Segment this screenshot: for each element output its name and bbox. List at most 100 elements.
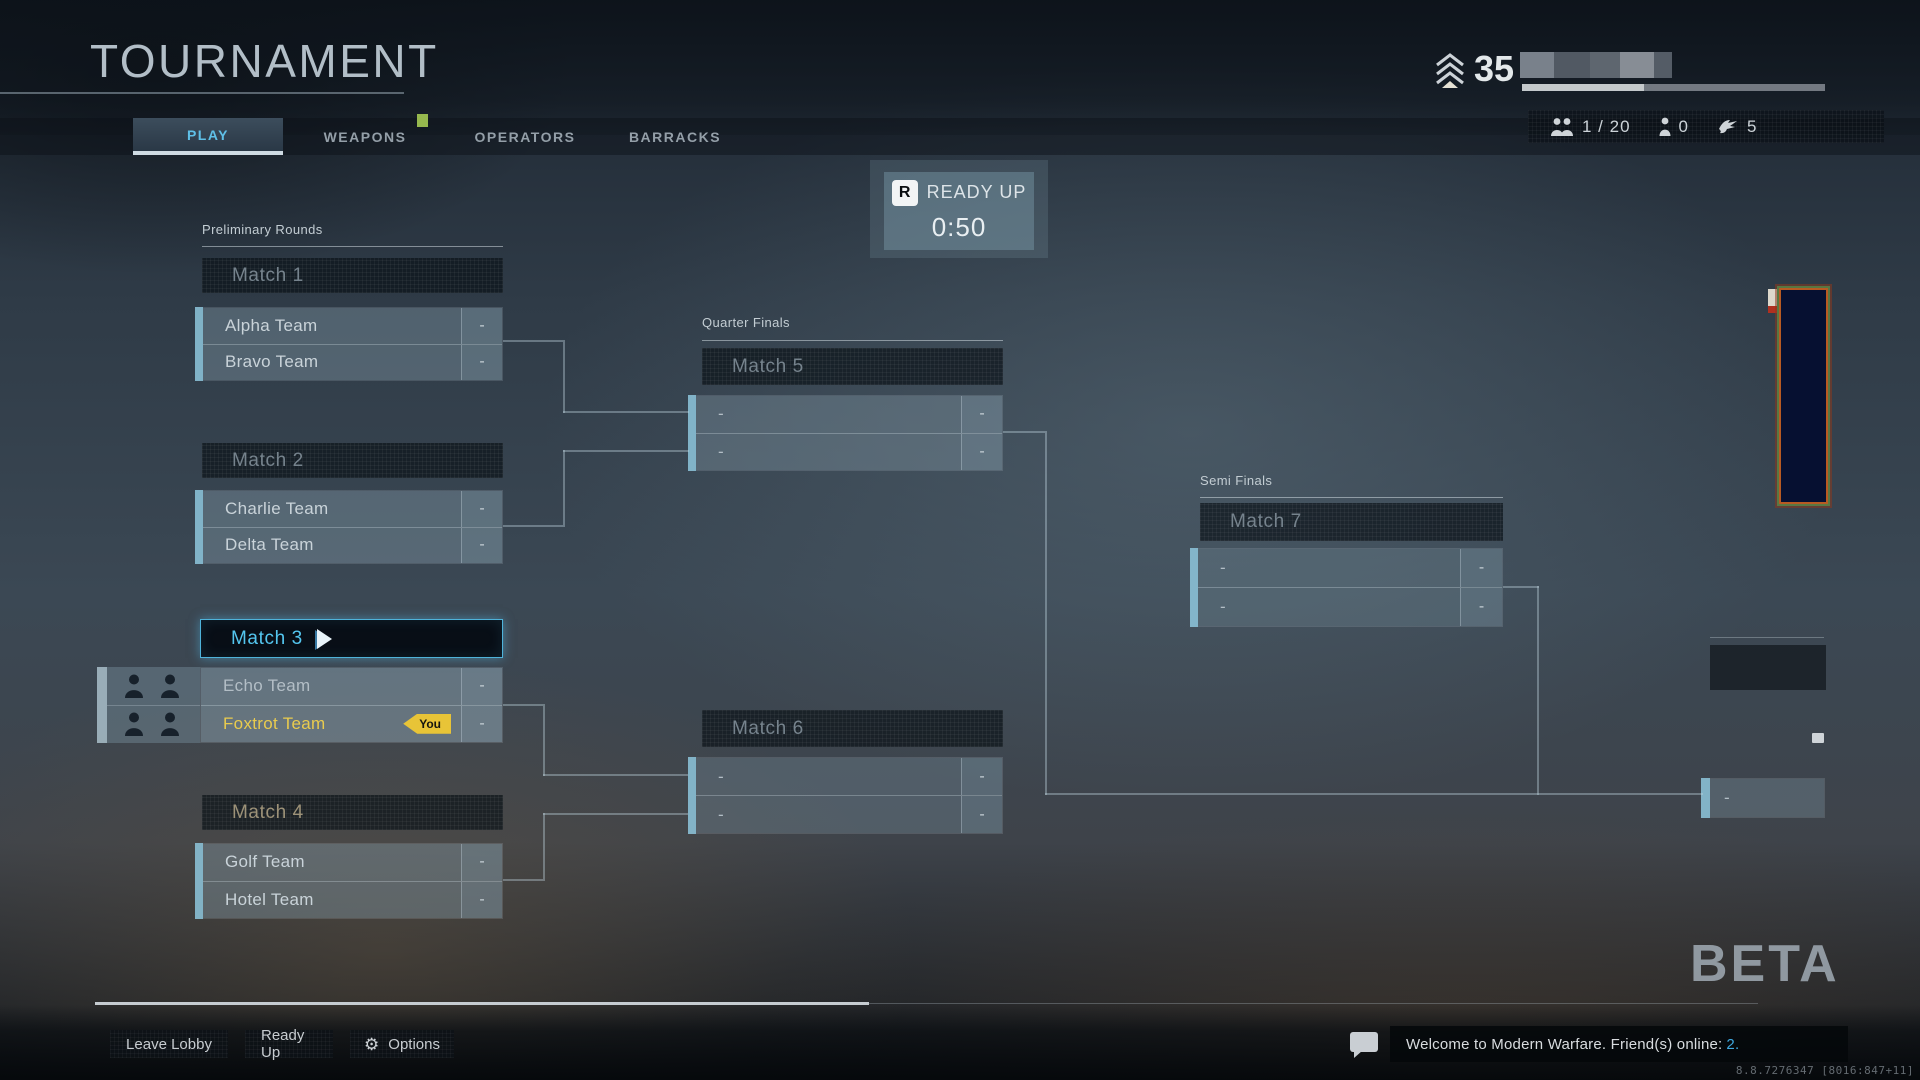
ready-up-prompt[interactable]: R READY UP 0:50 <box>884 172 1034 250</box>
round-label-quarterfinals: Quarter Finals <box>702 315 790 330</box>
team-name: - <box>718 404 724 424</box>
player-name-censored <box>1520 52 1672 78</box>
team-name: - <box>718 766 724 786</box>
tab-operators[interactable]: OPERATORS <box>455 118 595 155</box>
spectator-count: 0 <box>1678 116 1690 136</box>
players-panel <box>107 667 200 743</box>
bracket-connector <box>1045 793 1703 795</box>
leave-lobby-button[interactable]: Leave Lobby <box>110 1030 228 1058</box>
finals-team-partial: - <box>1701 778 1825 818</box>
bracket-connector <box>563 450 689 452</box>
team-score: - <box>961 796 1002 833</box>
team-name: Delta Team <box>225 535 314 555</box>
page-title: TOURNAMENT <box>90 35 439 87</box>
player-silhouette-icon <box>125 674 143 698</box>
bracket-connector <box>543 774 688 776</box>
bracket-connector <box>543 813 688 815</box>
match-6-header[interactable]: Match 6 <box>702 710 1003 747</box>
ready-up-line: R READY UP <box>891 179 1027 206</box>
tab-weapons[interactable]: WEAPONS <box>300 118 430 155</box>
team-row-charlie: Charlie Team - <box>203 491 502 527</box>
team-score: - <box>461 844 502 881</box>
ready-up-outer <box>870 160 1048 258</box>
round-label-semifinals: Semi Finals <box>1200 473 1273 488</box>
team-score: - <box>461 705 502 742</box>
rank-insignia-icon <box>1436 53 1464 88</box>
team-row-tbd: - <box>1710 779 1824 817</box>
team-score: - <box>961 433 1002 470</box>
team-row-hotel: Hotel Team - <box>203 880 502 918</box>
calling-card-edge <box>1779 288 1828 504</box>
spectator-counter: 0 <box>1659 117 1689 137</box>
selection-cursor-icon <box>316 628 332 649</box>
team-name: - <box>1220 597 1226 616</box>
bracket-connector <box>563 340 565 413</box>
bracket-accent-bar <box>195 490 203 564</box>
social-counter: 5 <box>1717 117 1757 137</box>
tab-weapons-label: WEAPONS <box>323 128 407 145</box>
censor-block <box>1520 52 1554 78</box>
party-icon <box>1551 117 1573 136</box>
players-row-foxtrot <box>107 704 200 744</box>
team-row-tbd: - - <box>696 396 1002 433</box>
round-underline <box>1200 497 1503 498</box>
tab-barracks[interactable]: BARRACKS <box>605 118 745 155</box>
xp-progress-fill <box>1522 84 1644 91</box>
bracket-connector <box>563 411 689 413</box>
players-row-echo <box>107 667 200 705</box>
person-icon <box>1659 117 1671 136</box>
team-row-delta: Delta Team - <box>203 526 502 563</box>
team-name: Foxtrot Team <box>223 713 326 733</box>
motd-ticker: Welcome to Modern Warfare. Friend(s) onl… <box>1390 1026 1848 1062</box>
match-5-header[interactable]: Match 5 <box>702 348 1003 385</box>
match-1-header[interactable]: Match 1 <box>202 258 503 293</box>
bracket-scrollbar[interactable] <box>95 1002 869 1005</box>
match-7-header[interactable]: Match 7 <box>1200 503 1503 541</box>
key-r-icon: R <box>891 179 918 206</box>
match-2-teams: Charlie Team - Delta Team - <box>195 490 503 564</box>
match-4-header[interactable]: Match 4 <box>202 795 503 830</box>
bracket-connector <box>543 704 545 776</box>
team-name: Bravo Team <box>225 352 319 372</box>
team-score: - <box>461 668 502 705</box>
match-6-teams: - - - - <box>688 757 1003 834</box>
ready-up-timer: 0:50 <box>931 211 987 242</box>
team-row-alpha: Alpha Team - <box>203 308 502 344</box>
team-score: - <box>1460 588 1502 626</box>
bracket-connector <box>503 525 563 527</box>
match-2-header[interactable]: Match 2 <box>202 443 503 478</box>
xp-progress-bar <box>1522 84 1825 91</box>
match-3-header-selected[interactable]: Match 3 <box>200 619 503 658</box>
round-underline <box>702 340 1003 341</box>
weapons-notification-badge <box>417 114 428 127</box>
tab-play[interactable]: PLAY <box>133 118 283 155</box>
bracket-accent-bar <box>688 757 696 834</box>
ready-up-label: READY UP <box>926 182 1027 202</box>
bracket-connector <box>503 340 563 342</box>
bracket-accent-bar <box>1701 778 1710 818</box>
beta-watermark: BETA <box>1690 935 1840 993</box>
dove-icon <box>1719 119 1738 133</box>
ready-up-button[interactable]: Ready Up <box>245 1027 333 1061</box>
censor-block <box>1590 52 1620 78</box>
motd-friends-count: 2. <box>1726 1035 1740 1053</box>
players-panel-bar <box>97 667 107 743</box>
card-edge-chip <box>1768 289 1777 313</box>
bracket-accent-bar <box>1190 548 1198 627</box>
player-silhouette-icon <box>125 712 143 737</box>
bracket-connector <box>1003 431 1045 433</box>
bracket-connector <box>1537 586 1539 795</box>
finals-underline-partial <box>1710 637 1824 638</box>
chat-bubble-icon <box>1350 1032 1378 1058</box>
team-row-tbd: - - <box>696 758 1002 795</box>
team-row-foxtrot: Foxtrot Team You - <box>201 704 502 742</box>
team-row-tbd: - - <box>1198 549 1502 587</box>
bracket-scrollbar-track <box>869 1003 1758 1004</box>
options-button[interactable]: ⚙ Options <box>350 1030 454 1058</box>
bracket-connector <box>563 450 565 527</box>
team-score: - <box>961 758 1002 795</box>
team-row-bravo: Bravo Team - <box>203 343 502 380</box>
social-count: 5 <box>1747 116 1758 136</box>
ready-up-button-label: Ready Up <box>261 1027 305 1061</box>
